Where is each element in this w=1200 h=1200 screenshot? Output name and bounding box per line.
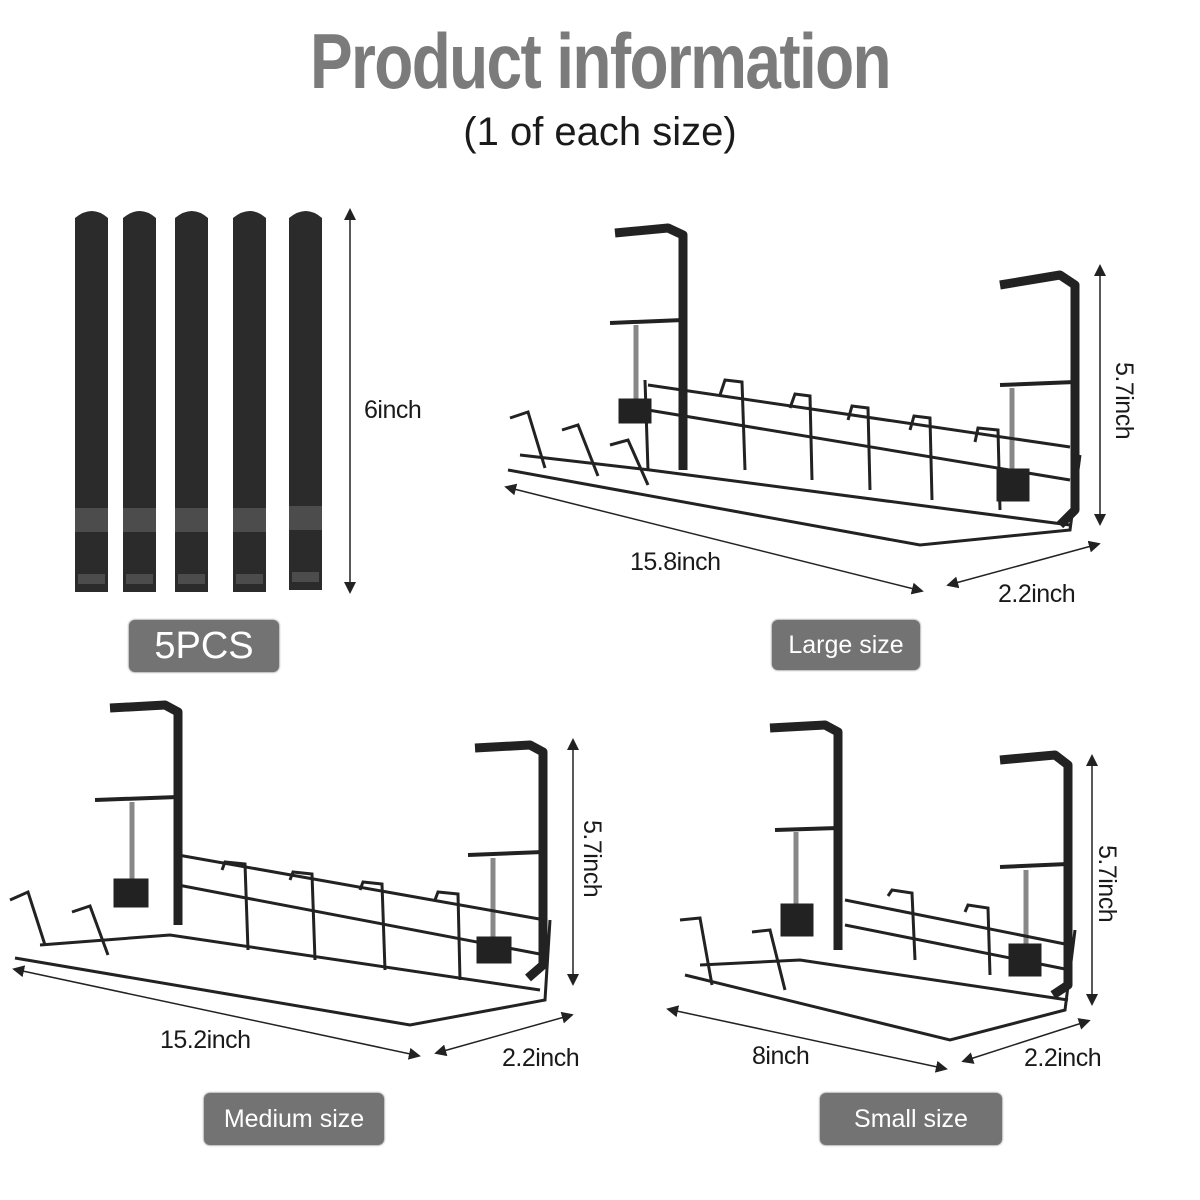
- medium-height-label: 5.7inch: [578, 820, 606, 898]
- large-height-label: 5.7inch: [1110, 362, 1138, 440]
- medium-width-label: 2.2inch: [502, 1044, 580, 1072]
- page-title: Product information: [310, 17, 892, 105]
- small-width-label: 2.2inch: [1024, 1044, 1102, 1072]
- large-width-label: 2.2inch: [998, 580, 1076, 608]
- small-height-label: 5.7inch: [1093, 845, 1121, 923]
- large-tray-icon: [504, 223, 1106, 595]
- strap-count-badge: 5PCS: [129, 620, 279, 672]
- small-tray-icon: [666, 720, 1098, 1073]
- large-size-badge: Large size: [772, 620, 920, 670]
- velcro-straps-icon: [75, 208, 356, 594]
- strap-length-label: 6inch: [364, 396, 422, 424]
- medium-size-badge: Medium size: [204, 1093, 384, 1145]
- small-length-label: 8inch: [752, 1042, 810, 1070]
- small-size-badge: Small size: [820, 1093, 1002, 1145]
- medium-length-label: 15.2inch: [160, 1026, 251, 1054]
- large-length-label: 15.8inch: [630, 548, 721, 576]
- page-subtitle: (1 of each size): [463, 110, 737, 154]
- medium-tray-icon: [9, 700, 579, 1060]
